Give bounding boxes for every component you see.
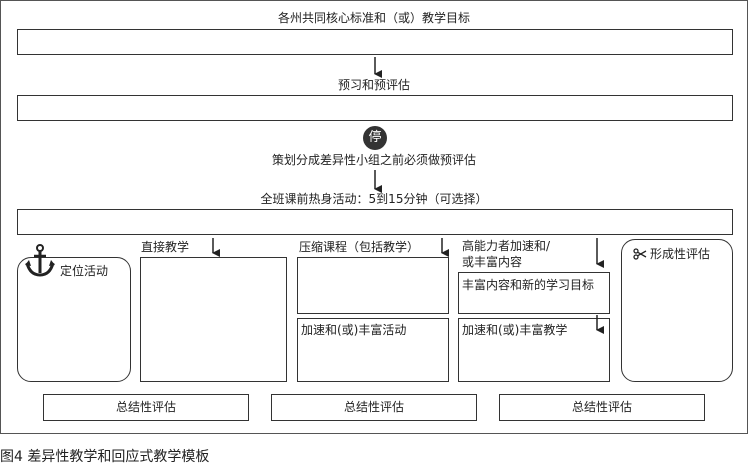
formative-label: 形成性评估 [650, 247, 711, 261]
compacted-activity-box [297, 318, 449, 382]
summative-box-2 [271, 394, 477, 421]
summative-box-3 [499, 394, 705, 421]
anchor-icon [24, 243, 56, 283]
advanced-label-line1: 高能力者加速和/ [462, 239, 551, 253]
formative-box [621, 239, 733, 382]
advanced-teaching-label: 加速和(或)丰富教学 [462, 323, 568, 337]
standards-box [17, 29, 733, 55]
summative-box-1 [43, 394, 249, 421]
anchor-activity-label: 定位活动 [60, 264, 109, 278]
summative-label-1: 总结性评估 [115, 400, 176, 414]
compacted-box [297, 257, 449, 314]
summative-label-2: 总结性评估 [343, 400, 404, 414]
warmup-label: 全班课前热身活动：5到15分钟（可选择） [260, 192, 488, 206]
advanced-content-label: 丰富内容和新的学习目标 [462, 278, 595, 292]
anchor-activity-box [17, 257, 131, 382]
preassessment-label: 预习和预评估 [337, 78, 410, 92]
warmup-box [17, 209, 733, 235]
stop-icon: 停 [363, 126, 387, 150]
direct-teaching-box [140, 257, 287, 382]
diagram-frame [0, 0, 748, 434]
advanced-content-box [458, 272, 610, 314]
direct-teaching-label: 直接教学 [141, 240, 190, 254]
standards-label: 各州共同核心标准和（或）教学目标 [277, 11, 470, 25]
preassessment-box [17, 95, 733, 121]
advanced-label-line2: 或丰富内容 [462, 255, 523, 269]
scissors-icon [633, 246, 647, 265]
figure-caption: 图4 差异性教学和回应式教学模板 [0, 449, 210, 465]
compacted-activity-label: 加速和(或)丰富活动 [301, 323, 407, 337]
stop-note: 策划分成差异性小组之前必须做预评估 [271, 153, 476, 167]
compacted-label: 压缩课程（包括教学） [299, 240, 420, 254]
summative-label-3: 总结性评估 [571, 400, 632, 414]
advanced-teaching-box [458, 318, 610, 382]
